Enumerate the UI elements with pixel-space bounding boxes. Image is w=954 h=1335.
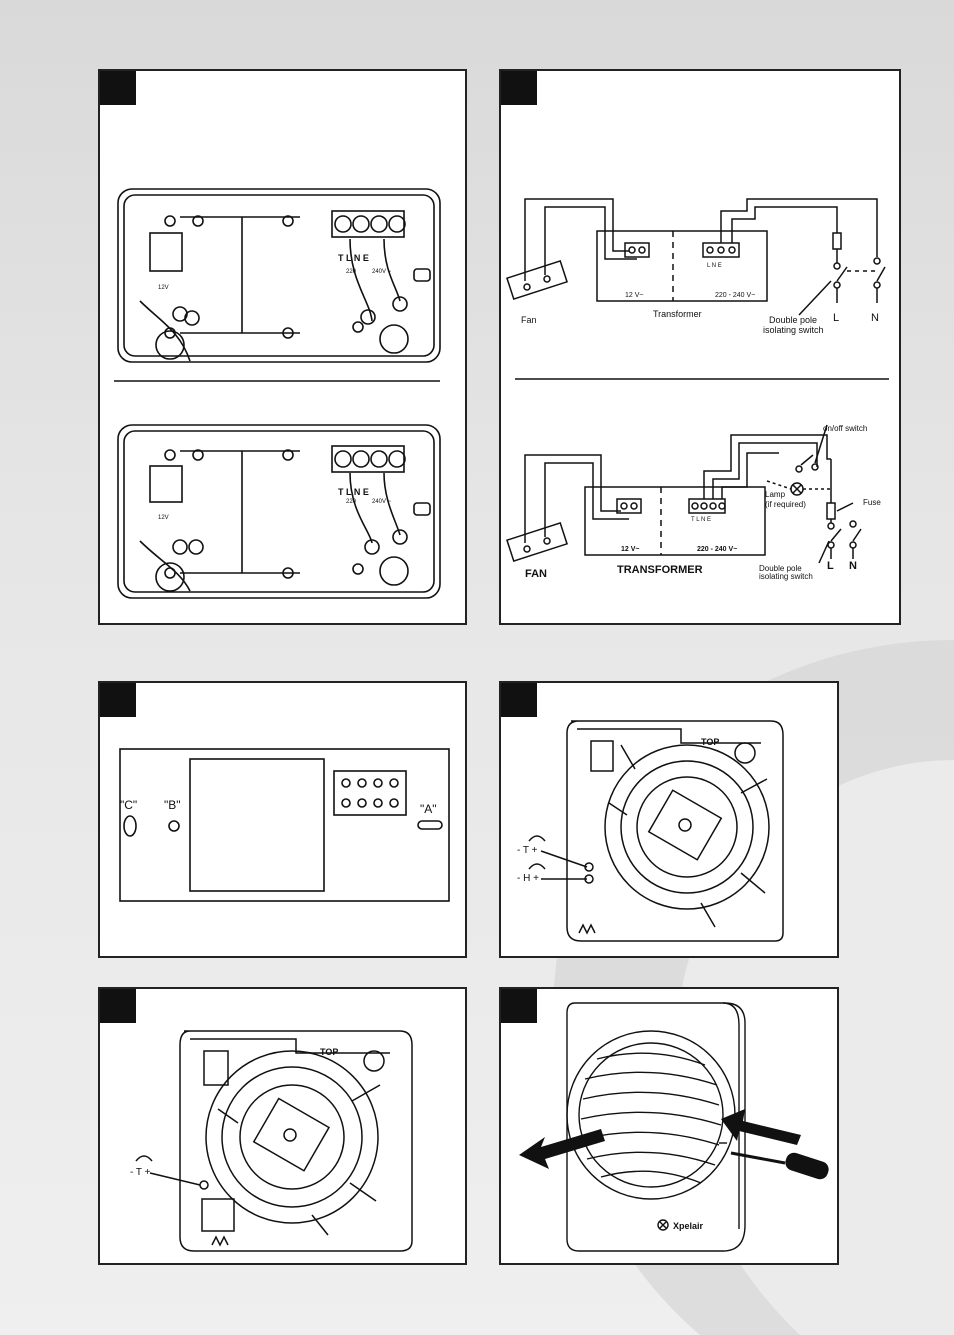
brand-label: Xpelair [673, 1221, 704, 1231]
voltage-220-lower: 220 [346, 499, 357, 505]
upper-switch-label-1: Double pole [769, 315, 817, 325]
terminal-labels-upper: T L N E [338, 253, 369, 263]
lower-fuse-label: Fuse [863, 498, 881, 507]
upper-switch-label-2: isolating switch [763, 325, 824, 335]
fan-cover-drawing: Xpelair [501, 989, 837, 1263]
lower-switch-label-2: isolating switch [759, 572, 813, 581]
timer-label: - T + [130, 1167, 151, 1178]
upper-12v-label: 12 V~ [625, 292, 644, 299]
lower-onoff-label: on/off switch [823, 424, 867, 433]
upper-lne-label: L N E [707, 263, 722, 269]
label-c: "C" [120, 798, 137, 812]
upper-fan-label: Fan [521, 315, 537, 325]
panel-terminal-box: T L N E 220 240V ~ 12V T L N E 220 240V … [98, 69, 467, 625]
terminal-box-drawing: T L N E 220 240V ~ 12V T L N E 220 240V … [100, 71, 465, 623]
voltage-12-upper: 12V [158, 285, 169, 291]
upper-neutral-label: N [871, 312, 879, 324]
knockouts-drawing: "C" "B" "A" [100, 683, 465, 956]
panel-wiring-diagrams: Fan Transformer 12 V~ 220 - 240 V~ L N E… [499, 69, 901, 625]
upper-220v-label: 220 - 240 V~ [715, 292, 755, 299]
voltage-240-lower: 240V ~ [372, 499, 392, 505]
lower-12v-label: 12 V~ [621, 546, 640, 553]
lower-fan-label: FAN [525, 568, 547, 580]
humidity-label: - H + [517, 873, 539, 884]
upper-live-label: L [833, 312, 839, 324]
timer-label: - T + [517, 845, 538, 856]
fan-t-drawing: TOP - T + [100, 989, 465, 1263]
top-label: TOP [701, 737, 719, 747]
lower-lamp-label-2: (if required) [765, 500, 806, 509]
lower-tlne-label: T L N E [691, 517, 711, 523]
lower-lamp-label-1: Lamp [765, 490, 786, 499]
label-a: "A" [420, 802, 437, 816]
lower-neutral-label: N [849, 560, 857, 572]
panel-fan-cover: Xpelair [499, 987, 839, 1265]
panel-fan-timer-humidity: TOP - T + - H + [499, 681, 839, 958]
upper-transformer-label: Transformer [653, 309, 702, 319]
panel-knockouts: "C" "B" "A" [98, 681, 467, 958]
lower-live-label: L [827, 560, 834, 572]
panel-fan-timer: TOP - T + [98, 987, 467, 1265]
lower-transformer-label: TRANSFORMER [617, 564, 703, 576]
wiring-diagram-drawing: Fan Transformer 12 V~ 220 - 240 V~ L N E… [501, 71, 899, 623]
top-label: TOP [320, 1047, 338, 1057]
fan-th-drawing: TOP - T + - H + [501, 683, 837, 956]
lower-220v-label: 220 - 240 V~ [697, 546, 737, 553]
voltage-240-upper: 240V ~ [372, 269, 392, 275]
voltage-12-lower: 12V [158, 515, 169, 521]
terminal-labels-lower: T L N E [338, 487, 369, 497]
voltage-220-upper: 220 [346, 269, 357, 275]
label-b: "B" [164, 798, 181, 812]
